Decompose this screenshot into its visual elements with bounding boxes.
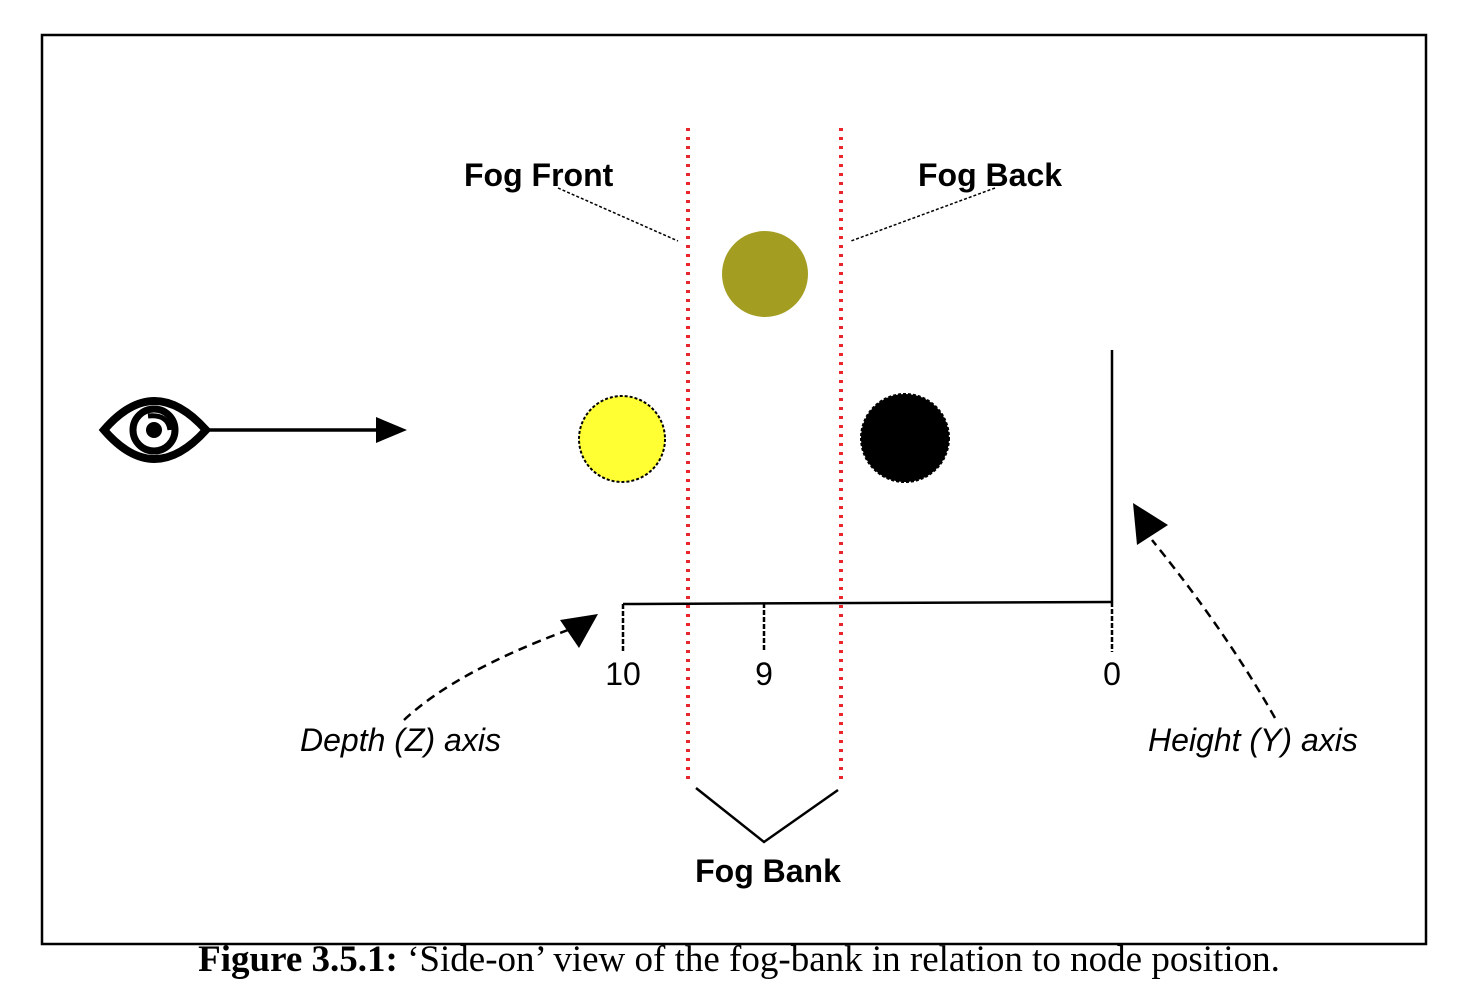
depth-axis-line <box>622 600 1113 606</box>
caption-text: ‘Side-on’ view of the fog-bank in relati… <box>397 939 1280 980</box>
height-axis-label: Height (Y) axis <box>1148 722 1358 758</box>
node-olive <box>722 231 808 317</box>
depth-tick-label-9: 9 <box>755 656 773 692</box>
eye-icon <box>98 397 212 463</box>
fog-back-label: Fog Back <box>918 157 1062 193</box>
node-black <box>860 393 950 483</box>
figure-frame <box>40 33 1428 946</box>
figure-caption: Figure 3.5.1: ‘Side-on’ view of the fog-… <box>0 938 1478 981</box>
height-axis-pointer-head <box>1133 503 1168 545</box>
depth-axis-label: Depth (Z) axis <box>300 722 501 758</box>
fog-back-leader <box>850 187 996 242</box>
fog-front-label: Fog Front <box>464 157 614 193</box>
node-yellow <box>578 395 666 483</box>
fog-bank-label: Fog Bank <box>695 853 841 889</box>
height-axis-pointer <box>1151 539 1277 719</box>
depth-axis-pointer-head <box>560 614 598 648</box>
caption-number: Figure 3.5.1: <box>198 939 398 980</box>
depth-axis-pointer <box>403 628 569 721</box>
fog-bank-brace <box>695 787 839 844</box>
depth-tick-label-0: 0 <box>1103 656 1121 692</box>
view-direction-arrowhead <box>376 417 407 443</box>
depth-tick-label-10: 10 <box>605 656 641 692</box>
fog-front-leader <box>557 187 679 242</box>
